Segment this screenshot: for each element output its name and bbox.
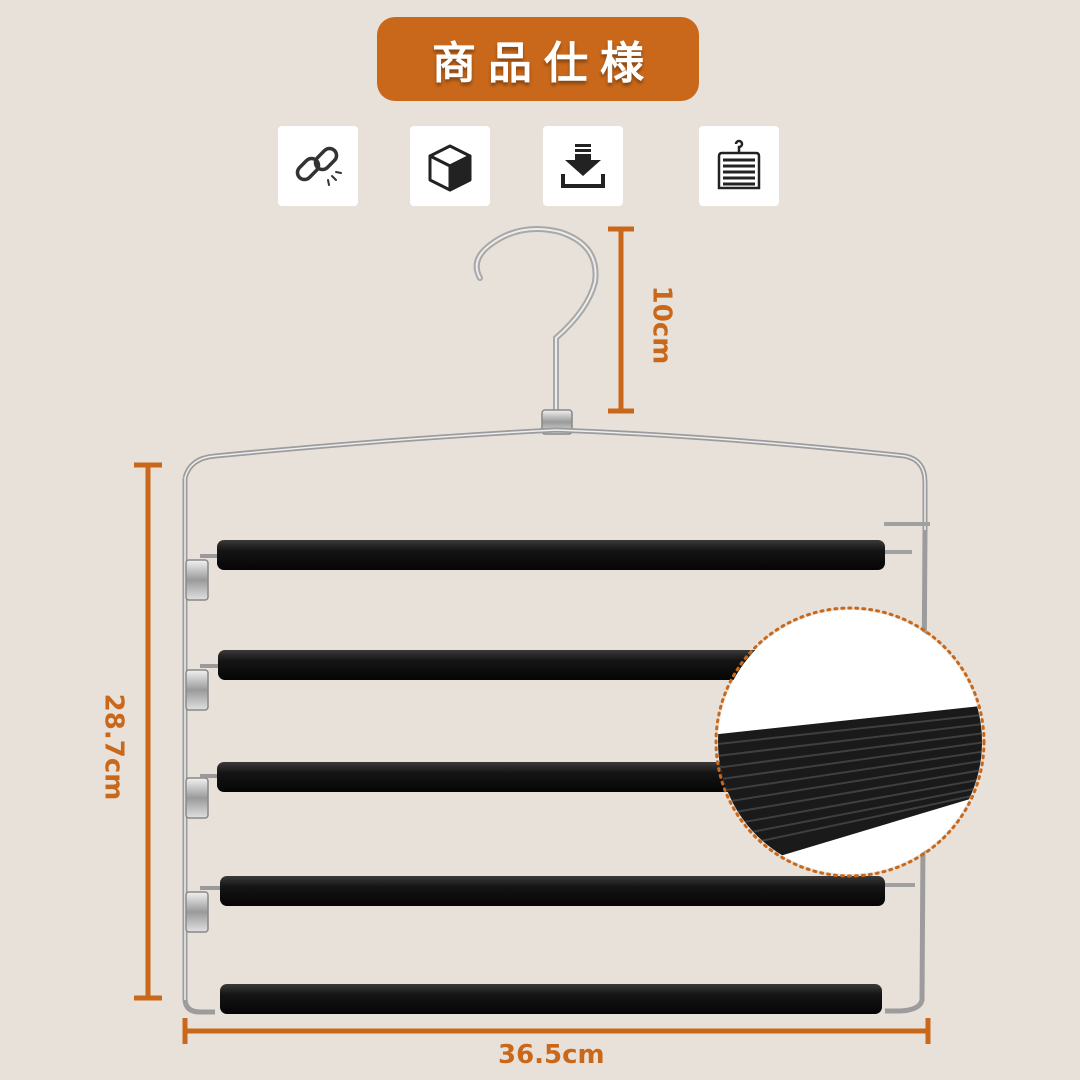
page-title: 商品仕様	[432, 38, 656, 89]
body-height-label: 28.7cm	[98, 693, 129, 801]
zoom-circle-border	[714, 606, 986, 878]
download-tile	[543, 126, 623, 206]
box-tile	[410, 126, 490, 206]
bar-clip	[185, 891, 209, 933]
width-label: 36.5cm	[498, 1040, 605, 1070]
bar-clip	[185, 669, 209, 711]
download-tray-icon	[561, 144, 605, 188]
chain-link-tile	[278, 126, 358, 206]
multi-bar-hanger-icon	[717, 139, 761, 190]
box-icon	[428, 144, 472, 192]
bar-clip	[185, 559, 209, 601]
hanger-bar	[217, 762, 747, 792]
hook-height-label: 10cm	[646, 285, 677, 365]
hanger-hook	[473, 226, 599, 415]
hanger-bar	[220, 984, 882, 1014]
title-badge: 商品仕様	[377, 17, 699, 101]
hanger-bar	[217, 540, 885, 570]
hanger-bar	[220, 876, 885, 906]
hanger-bar	[218, 650, 778, 680]
chain-link-icon	[295, 146, 342, 186]
bar-clip	[185, 777, 209, 819]
hanger-tile	[699, 126, 779, 206]
